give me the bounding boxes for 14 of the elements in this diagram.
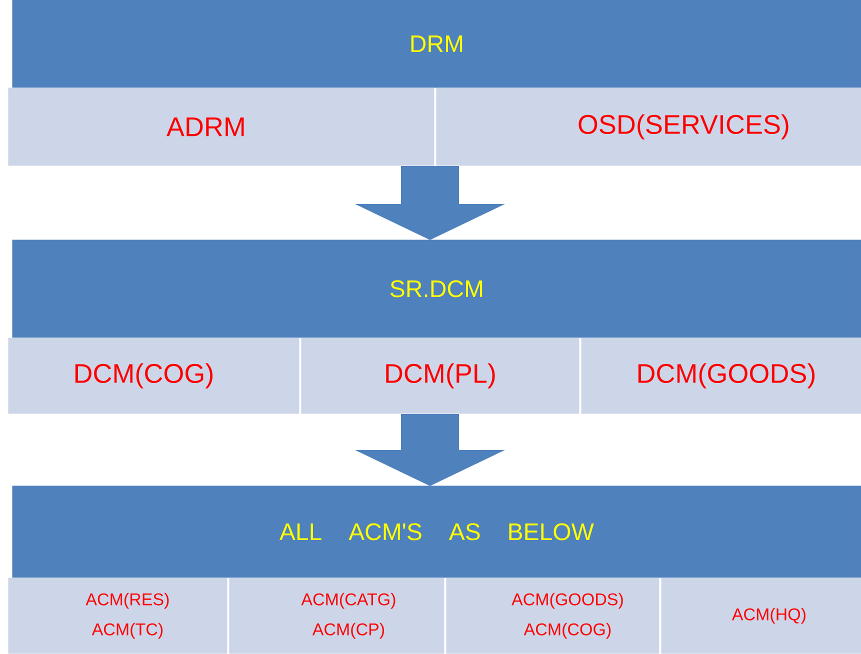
category-box: DCM(PL) [301,338,580,414]
block-arrow [355,414,505,486]
category-box: ACM(RES) ACM(TC) [8,578,228,654]
category-box: ACM(CATG) ACM(CP) [229,578,444,654]
band-header: SR.DCM [12,240,861,338]
category-box: ADRM [8,88,434,166]
category-box: ACM(GOODS) ACM(COG) [446,578,660,654]
category-box: DCM(COG) [8,338,300,414]
category-box: DCM(GOODS) [581,338,861,414]
band-header: DRM [12,0,861,88]
category-box: ACM(HQ) [661,578,861,654]
block-arrow [355,166,505,240]
category-box: OSD(SERVICES) [436,88,861,166]
band-header: ALL ACM'S AS BELOW [12,486,861,578]
